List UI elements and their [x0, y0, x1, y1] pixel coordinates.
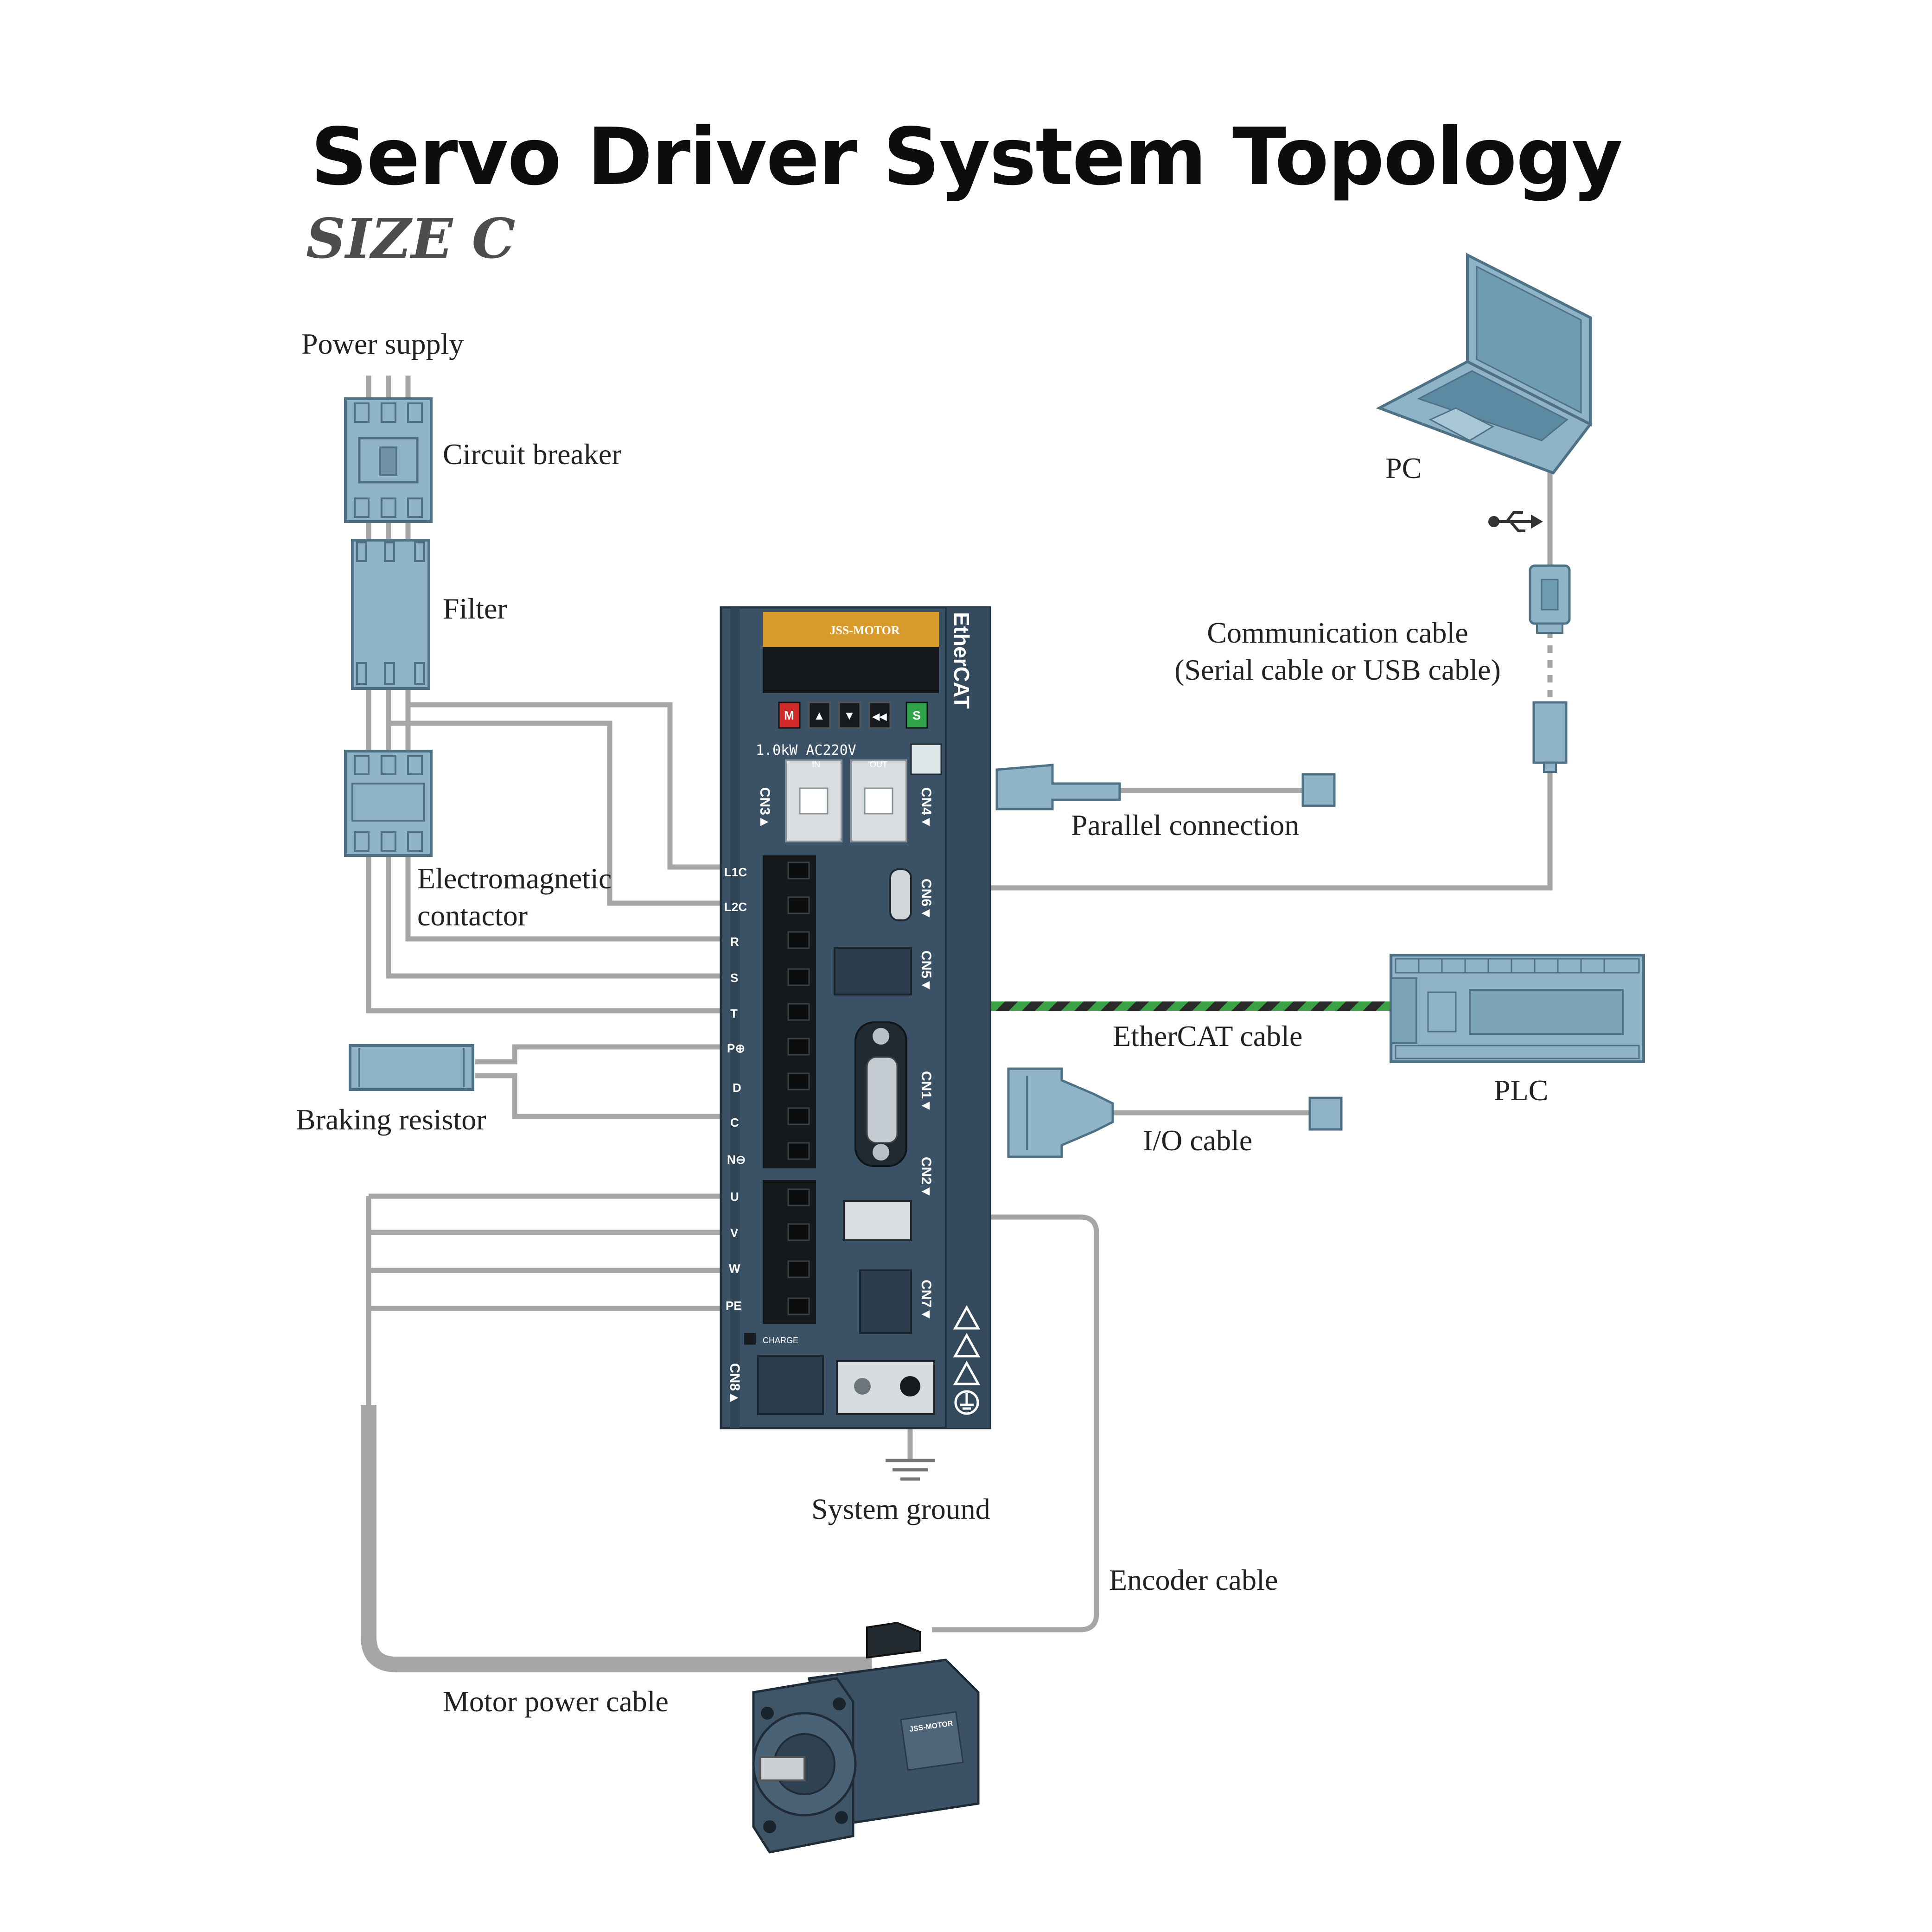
label-motor-power-cable: Motor power cable — [443, 1685, 669, 1718]
terminal-n: N⊖ — [727, 1153, 746, 1167]
charge-led — [744, 1333, 756, 1345]
power-wiring — [366, 376, 935, 1481]
cn2-label: CN2▼ — [918, 1157, 934, 1199]
key-m-label: M — [784, 708, 794, 722]
cn8-label: CN8▲ — [727, 1363, 742, 1405]
terminal-l1c: L1C — [724, 865, 747, 879]
driver-network-text: EtherCAT — [950, 612, 974, 709]
key-down-label: ▼ — [843, 708, 855, 722]
port-cn2[interactable] — [843, 1200, 912, 1241]
terminal-l2c: L2C — [724, 900, 747, 914]
terminal-s: S — [730, 971, 738, 985]
label-ethercat-cable: EtherCAT cable — [1113, 1020, 1303, 1052]
driver-display — [763, 647, 939, 693]
driver-rating-text: 1.0kW AC220V — [756, 742, 856, 759]
terminal-v: V — [730, 1226, 739, 1240]
key-up[interactable] — [808, 701, 831, 729]
servo-motor — [752, 1621, 980, 1854]
connector-labels: CN3▲ CN4▼ CN6▼ CN5▼ CN1▼ CN2▼ CN7▼ CN8▲ — [727, 787, 934, 1405]
terminal-u: U — [730, 1190, 739, 1204]
cn3-label: CN3▲ — [757, 787, 772, 829]
key-labels: M ▲ ▼ ◀◀ S — [784, 708, 921, 722]
servo-driver — [720, 606, 991, 1429]
usb-icon — [1488, 511, 1543, 532]
label-comm-cable-1: Communication cable — [1207, 616, 1468, 649]
terminal-t: T — [730, 1007, 738, 1020]
label-comm-cable-2: (Serial cable or USB cable) — [1174, 653, 1501, 686]
io-cable — [1007, 1067, 1343, 1158]
braking-resistor-graphic — [349, 1044, 474, 1091]
terminal-d: D — [733, 1081, 741, 1095]
pc-laptop-graphic — [1376, 253, 1593, 475]
label-em-contactor-1: Electromagnetic — [417, 862, 612, 895]
port-in-label: IN — [812, 760, 820, 769]
terminal-pe: PE — [726, 1299, 742, 1313]
label-parallel-connection: Parallel connection — [1071, 809, 1300, 842]
port-out-label: OUT — [870, 760, 887, 769]
motor-power-cable — [361, 1405, 872, 1672]
label-plc: PLC — [1494, 1074, 1549, 1107]
port-cn6[interactable] — [889, 868, 912, 921]
communication-cable — [918, 466, 1553, 891]
label-circuit-breaker: Circuit breaker — [443, 438, 622, 471]
encoder-cable — [913, 1214, 1099, 1632]
em-contactor-graphic — [344, 750, 433, 857]
key-shift-label: ◀◀ — [872, 712, 887, 722]
parallel-cable — [995, 764, 1336, 810]
filter-graphic — [351, 539, 430, 690]
page-subtitle: SIZE C — [306, 206, 516, 271]
label-io-cable: I/O cable — [1143, 1124, 1253, 1157]
terminal-c: C — [730, 1116, 739, 1129]
driver-brand-text: JSS-MOTOR — [829, 624, 899, 637]
serial-connector-graphic — [1529, 564, 1571, 634]
label-em-contactor-2: contactor — [417, 899, 528, 932]
driver-brand-plate — [763, 612, 939, 647]
terminal-p: P⊕ — [727, 1041, 745, 1055]
label-power-supply: Power supply — [301, 327, 464, 360]
key-s[interactable] — [905, 701, 928, 729]
cn5-label: CN5▼ — [918, 950, 934, 992]
usb-plug-graphic — [1532, 701, 1568, 773]
cn6-label: CN6▼ — [918, 879, 934, 920]
key-down[interactable] — [838, 701, 861, 729]
terminal-w: W — [729, 1262, 740, 1275]
plc-graphic — [1390, 954, 1645, 1063]
terminal-labels: L1C L2C R S T P⊕ D C N⊖ U V W PE — [724, 865, 747, 1313]
page-title: Servo Driver System Topology — [311, 111, 1623, 203]
label-encoder-cable: Encoder cable — [1109, 1563, 1278, 1596]
key-up-label: ▲ — [813, 708, 825, 722]
charge-label: CHARGE — [763, 1336, 798, 1345]
label-filter: Filter — [443, 592, 507, 625]
port-cn1[interactable] — [854, 1021, 907, 1167]
warning-icon — [953, 1305, 981, 1415]
key-s-label: S — [912, 708, 920, 722]
cn4-label: CN4▼ — [918, 787, 934, 829]
label-braking-resistor: Braking resistor — [296, 1103, 486, 1136]
port-cn8[interactable] — [757, 1355, 824, 1415]
terminal-r: R — [730, 935, 739, 949]
label-system-ground: System ground — [811, 1492, 990, 1525]
qr-code — [910, 743, 942, 775]
cn7-label: CN7▼ — [918, 1280, 934, 1321]
key-m[interactable] — [778, 701, 801, 729]
circuit-breaker-graphic — [344, 397, 433, 523]
cn1-label: CN1▼ — [918, 1071, 934, 1113]
label-pc: PC — [1385, 452, 1422, 485]
key-shift[interactable] — [868, 701, 891, 729]
port-cn5[interactable] — [834, 947, 912, 995]
port-cn7[interactable] — [859, 1269, 912, 1334]
